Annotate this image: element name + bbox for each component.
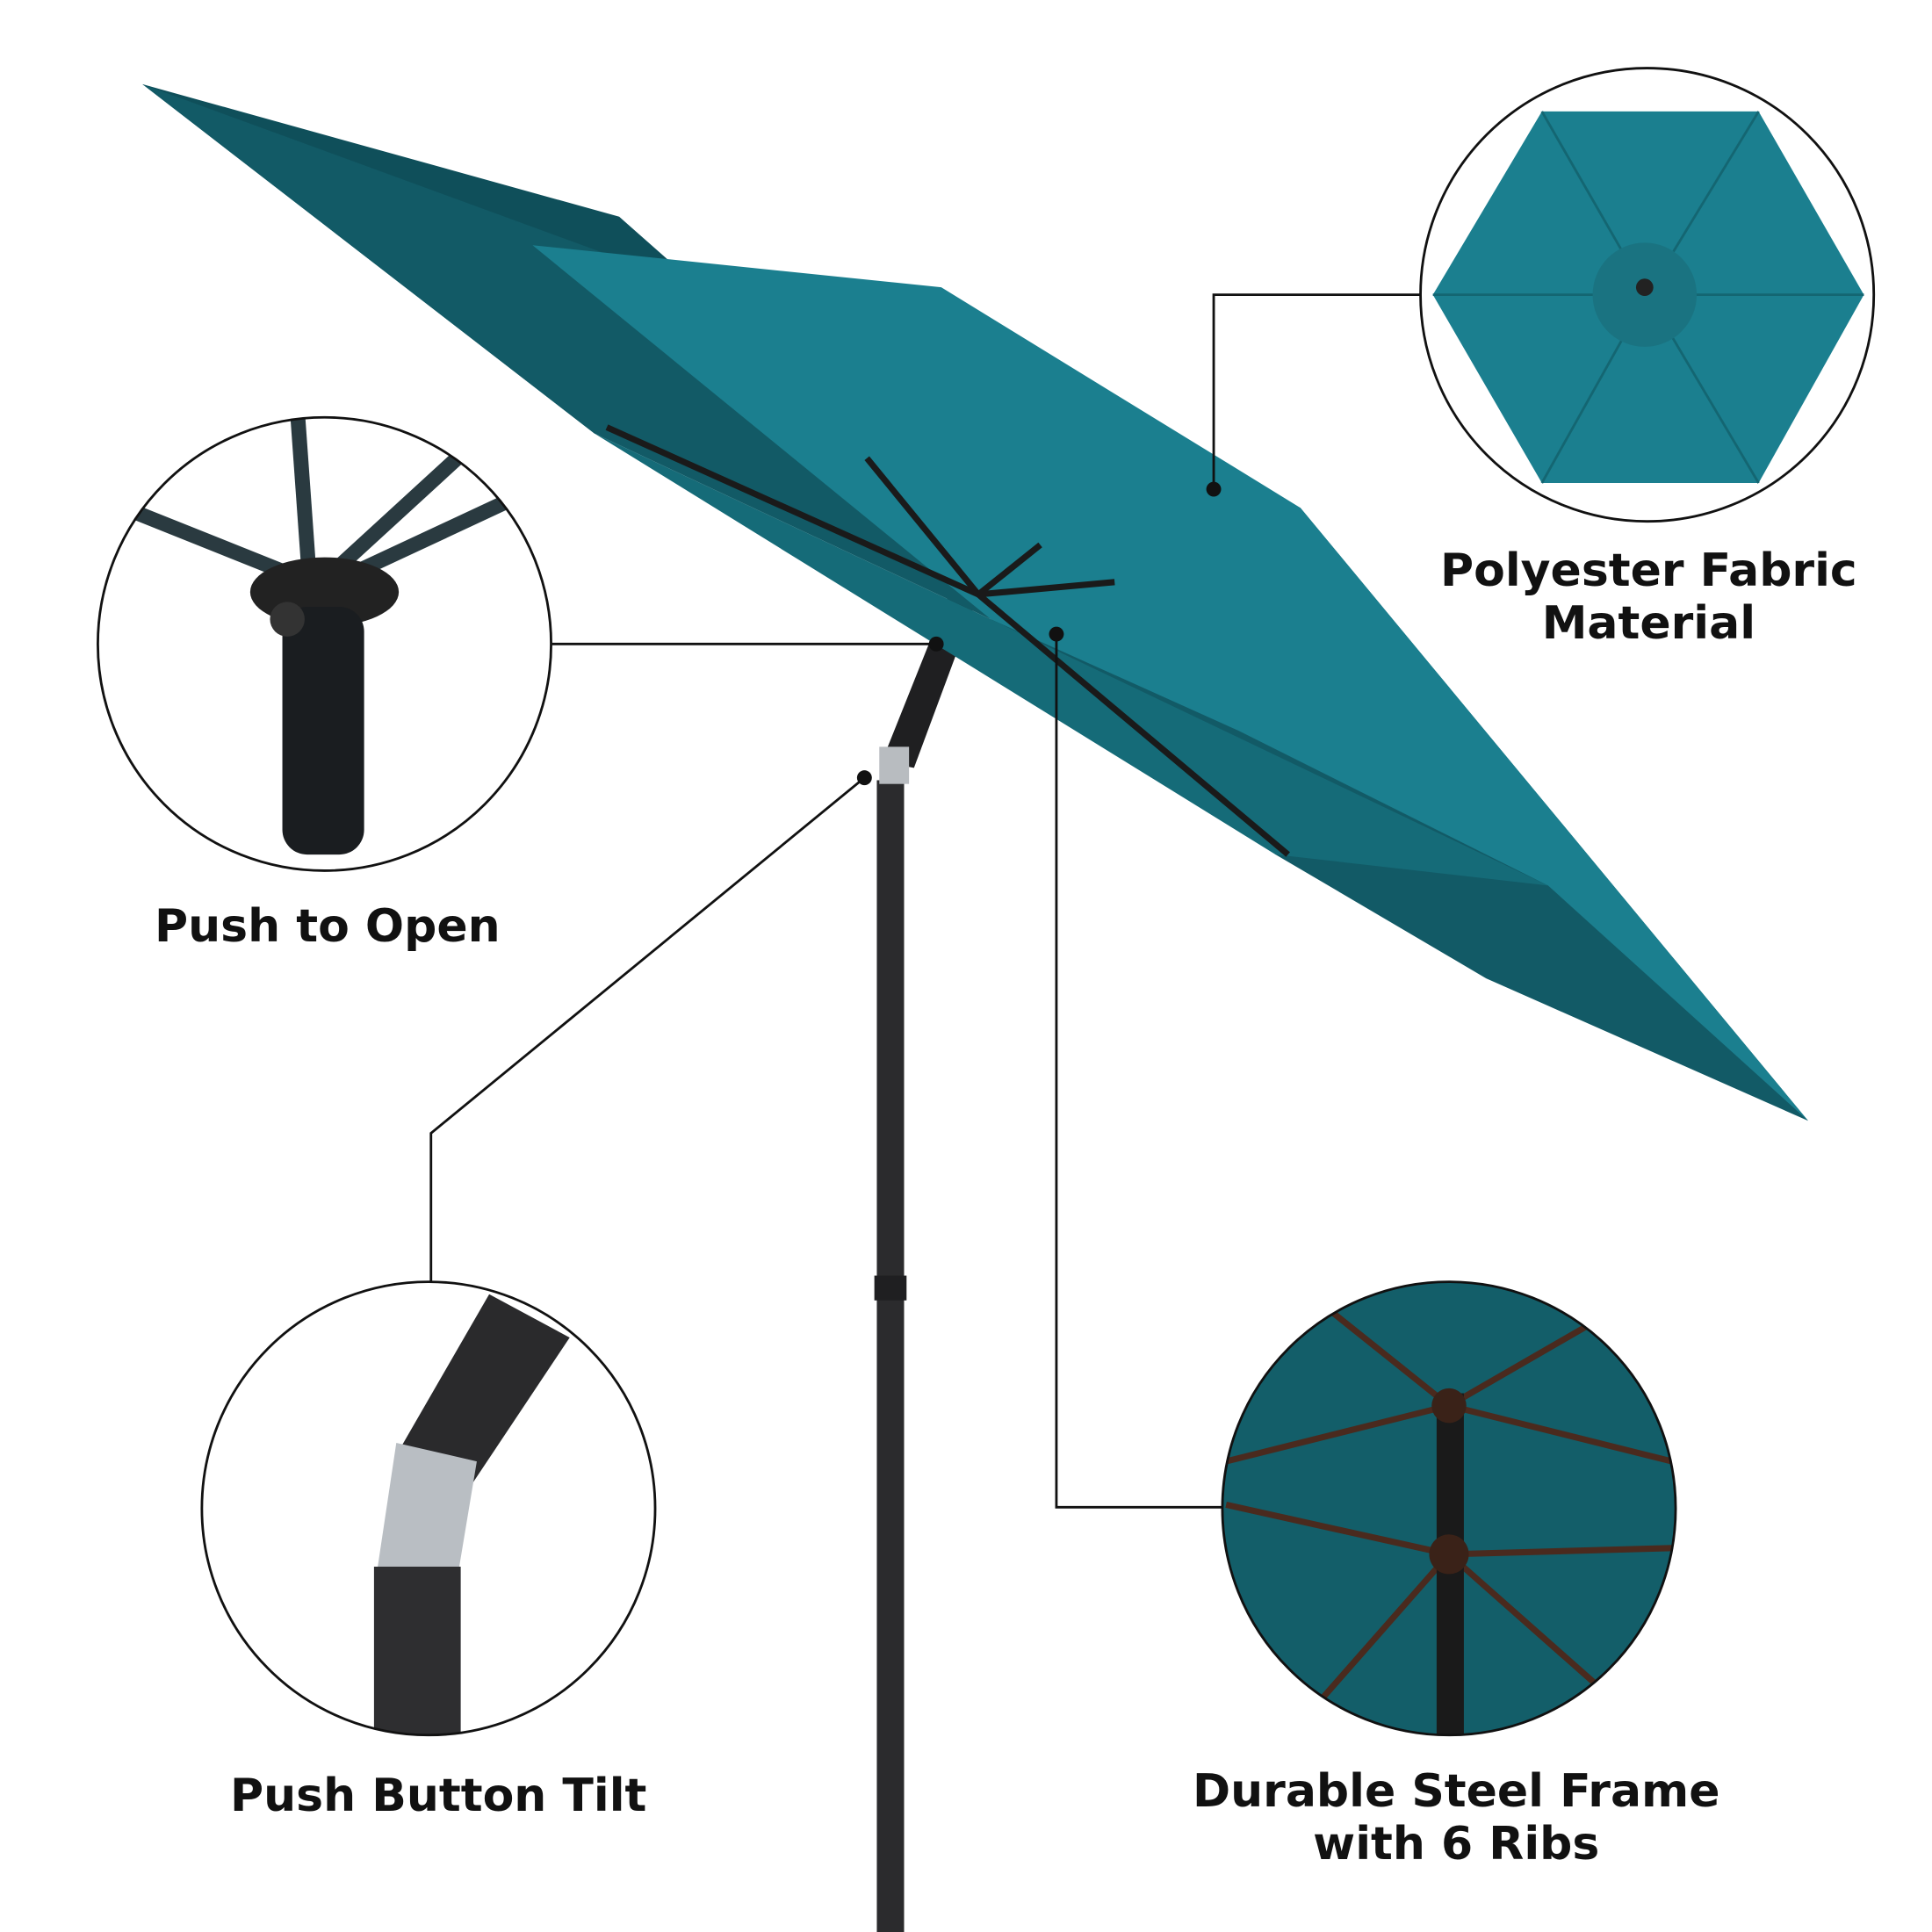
fabric-label: Polyester Fabric Material (1440, 544, 1857, 650)
frame-label: Durable Steel Frame with 6 Ribs (1193, 1765, 1720, 1871)
fabric-label-line2: Material (1541, 597, 1756, 650)
canopy (142, 83, 1808, 1121)
callout-lines (429, 293, 1421, 1509)
frame-label-line2: with 6 Ribs (1313, 1818, 1600, 1871)
push-open-detail-image (97, 415, 552, 872)
pole (874, 581, 979, 1932)
tilt-label: Push Button Tilt (230, 1770, 647, 1822)
push-open-label: Push to Open (155, 900, 501, 953)
fabric-label-line1: Polyester Fabric (1440, 544, 1857, 597)
frame-detail-image (1221, 1280, 1677, 1737)
fabric-detail-image (1419, 67, 1876, 523)
frame-label-line1: Durable Steel Frame (1193, 1765, 1720, 1818)
tilt-detail-image (200, 1280, 657, 1737)
